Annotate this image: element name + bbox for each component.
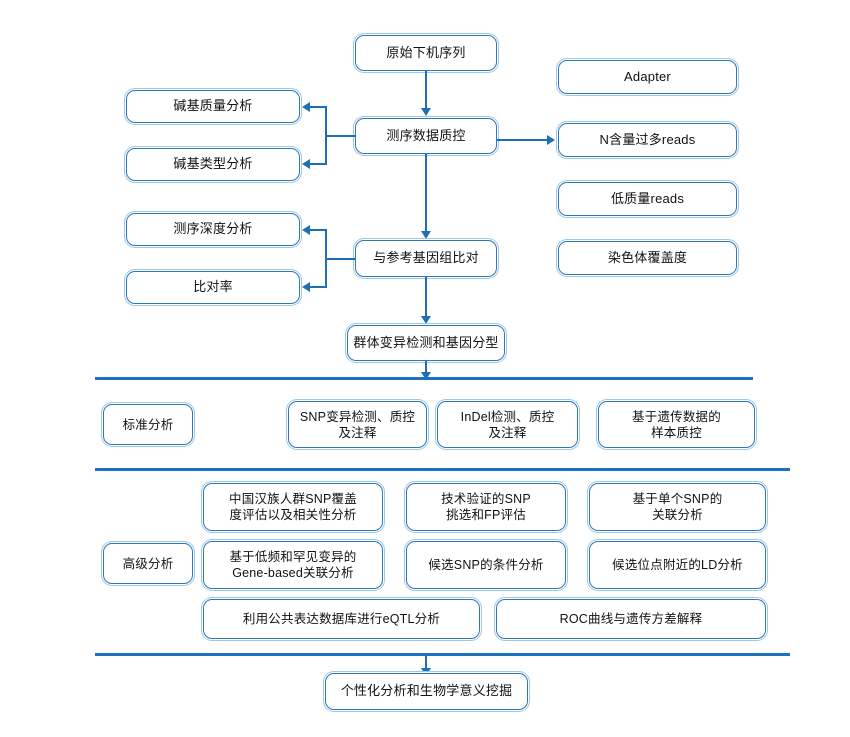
connector-advanced-to-final [425, 655, 427, 671]
node-public-expression-eqtl-analysis-label: 利用公共表达数据库进行eQTL分析 [242, 612, 441, 626]
arrowhead-qc-to-right-outputs [547, 135, 555, 145]
node-align-label: 与参考基因组比对 [373, 250, 479, 266]
node-base-quality-analysis-label: 碱基质量分析 [173, 98, 253, 114]
arrowhead-align-to-depth [302, 225, 310, 235]
node-single-snp-association[interactable]: 基于单个SNP的 关联分析 [589, 483, 766, 531]
connector-qc-to-align [425, 154, 427, 232]
node-align[interactable]: 与参考基因组比对 [355, 240, 497, 277]
connector-align-to-variant [425, 277, 427, 317]
group-label-standard-analysis-text: 标准分析 [122, 417, 174, 432]
node-mapping-rate-label: 比对率 [193, 279, 233, 295]
group-label-standard-analysis[interactable]: 标准分析 [103, 404, 193, 445]
connector-qc-to-right-outputs [497, 139, 548, 141]
node-low-quality-reads[interactable]: 低质量reads [558, 182, 737, 216]
node-high-n-reads[interactable]: N含量过多reads [558, 123, 737, 157]
node-variant-calling-label: 群体变异检测和基因分型 [353, 334, 499, 350]
node-single-snp-association-label: 基于单个SNP的 关联分析 [632, 492, 723, 522]
node-roc-genetic-variance[interactable]: ROC曲线与遗传方差解释 [496, 599, 766, 639]
arrowhead-align-to-variant [421, 316, 431, 324]
node-sequencing-depth-analysis-label: 测序深度分析 [173, 221, 253, 237]
divider-standard-top [95, 377, 753, 380]
node-qc-label: 测序数据质控 [386, 127, 466, 143]
arrowhead-qc-to-base-quality [302, 102, 310, 112]
divider-advanced-top [95, 468, 790, 471]
node-adapter[interactable]: Adapter [558, 60, 737, 94]
node-high-n-reads-label: N含量过多reads [599, 131, 696, 147]
node-han-chinese-snp-coverage-label: 中国汉族人群SNP覆盖 度评估以及相关性分析 [229, 492, 357, 522]
node-chromosome-coverage-label: 染色体覆盖度 [607, 249, 688, 265]
node-mapping-rate[interactable]: 比对率 [126, 271, 300, 304]
divider-final-top [95, 653, 790, 656]
node-indel-calling-qc-annotation-label: InDel检测、质控 及注释 [460, 409, 555, 440]
arrowhead-advanced-to-final [421, 668, 431, 676]
node-public-expression-eqtl-analysis[interactable]: 利用公共表达数据库进行eQTL分析 [203, 599, 480, 639]
node-snp-calling-qc-annotation-label: SNP变异检测、质控 及注释 [299, 409, 416, 440]
connector-qc-to-base-type [310, 163, 327, 165]
node-sequencing-depth-analysis[interactable]: 测序深度分析 [126, 213, 300, 246]
node-snp-calling-qc-annotation[interactable]: SNP变异检测、质控 及注释 [288, 401, 427, 448]
connector-qc-left-stem [325, 135, 356, 137]
node-han-chinese-snp-coverage[interactable]: 中国汉族人群SNP覆盖 度评估以及相关性分析 [203, 483, 383, 531]
node-raw-sequence[interactable]: 原始下机序列 [355, 35, 497, 71]
node-candidate-snp-conditional-analysis[interactable]: 候选SNP的条件分析 [406, 541, 566, 589]
arrowhead-raw-to-qc [421, 108, 431, 116]
node-indel-calling-qc-annotation[interactable]: InDel检测、质控 及注释 [437, 401, 578, 448]
arrowhead-qc-to-align [421, 231, 431, 239]
connector-align-left-stem [325, 258, 356, 260]
connector-align-to-mapping-rate [310, 286, 327, 288]
node-adapter-label: Adapter [624, 68, 671, 84]
arrowhead-qc-to-base-type [302, 159, 310, 169]
node-validated-snp-selection-fp[interactable]: 技术验证的SNP 挑选和FP评估 [406, 483, 566, 531]
node-chromosome-coverage[interactable]: 染色体覆盖度 [558, 241, 737, 275]
node-qc[interactable]: 测序数据质控 [355, 118, 497, 154]
group-label-advanced-analysis-text: 高级分析 [122, 556, 174, 571]
node-personalized-analysis-label: 个性化分析和生物学意义挖掘 [340, 683, 513, 699]
connector-variant-to-standard [425, 361, 427, 377]
node-low-quality-reads-label: 低质量reads [610, 190, 685, 206]
connector-align-left-bus [325, 229, 327, 288]
connector-qc-left-bus [325, 106, 327, 165]
connector-raw-to-qc [425, 71, 427, 109]
node-raw-sequence-label: 原始下机序列 [386, 44, 466, 60]
connector-align-to-depth [310, 229, 327, 231]
node-validated-snp-selection-fp-label: 技术验证的SNP 挑选和FP评估 [441, 492, 531, 522]
arrowhead-variant-to-standard [421, 372, 431, 380]
arrowhead-align-to-mapping-rate [302, 282, 310, 292]
node-personalized-analysis[interactable]: 个性化分析和生物学意义挖掘 [325, 673, 528, 710]
node-variant-calling[interactable]: 群体变异检测和基因分型 [347, 325, 505, 361]
group-label-advanced-analysis[interactable]: 高级分析 [103, 543, 193, 584]
node-base-quality-analysis[interactable]: 碱基质量分析 [126, 90, 300, 123]
node-candidate-locus-ld-analysis[interactable]: 候选位点附近的LD分析 [589, 541, 766, 589]
node-genetic-data-sample-qc-label: 基于遗传数据的 样本质控 [632, 409, 721, 440]
node-candidate-locus-ld-analysis-label: 候选位点附近的LD分析 [612, 558, 743, 572]
node-genetic-data-sample-qc[interactable]: 基于遗传数据的 样本质控 [598, 401, 755, 448]
node-roc-genetic-variance-label: ROC曲线与遗传方差解释 [559, 612, 703, 626]
node-base-type-analysis-label: 碱基类型分析 [173, 156, 253, 172]
node-gene-based-rare-variant-association[interactable]: 基于低频和罕见变异的 Gene-based关联分析 [203, 541, 383, 589]
node-gene-based-rare-variant-association-label: 基于低频和罕见变异的 Gene-based关联分析 [229, 550, 357, 580]
node-base-type-analysis[interactable]: 碱基类型分析 [126, 148, 300, 181]
connector-qc-to-base-quality [310, 106, 327, 108]
node-candidate-snp-conditional-analysis-label: 候选SNP的条件分析 [428, 558, 544, 572]
